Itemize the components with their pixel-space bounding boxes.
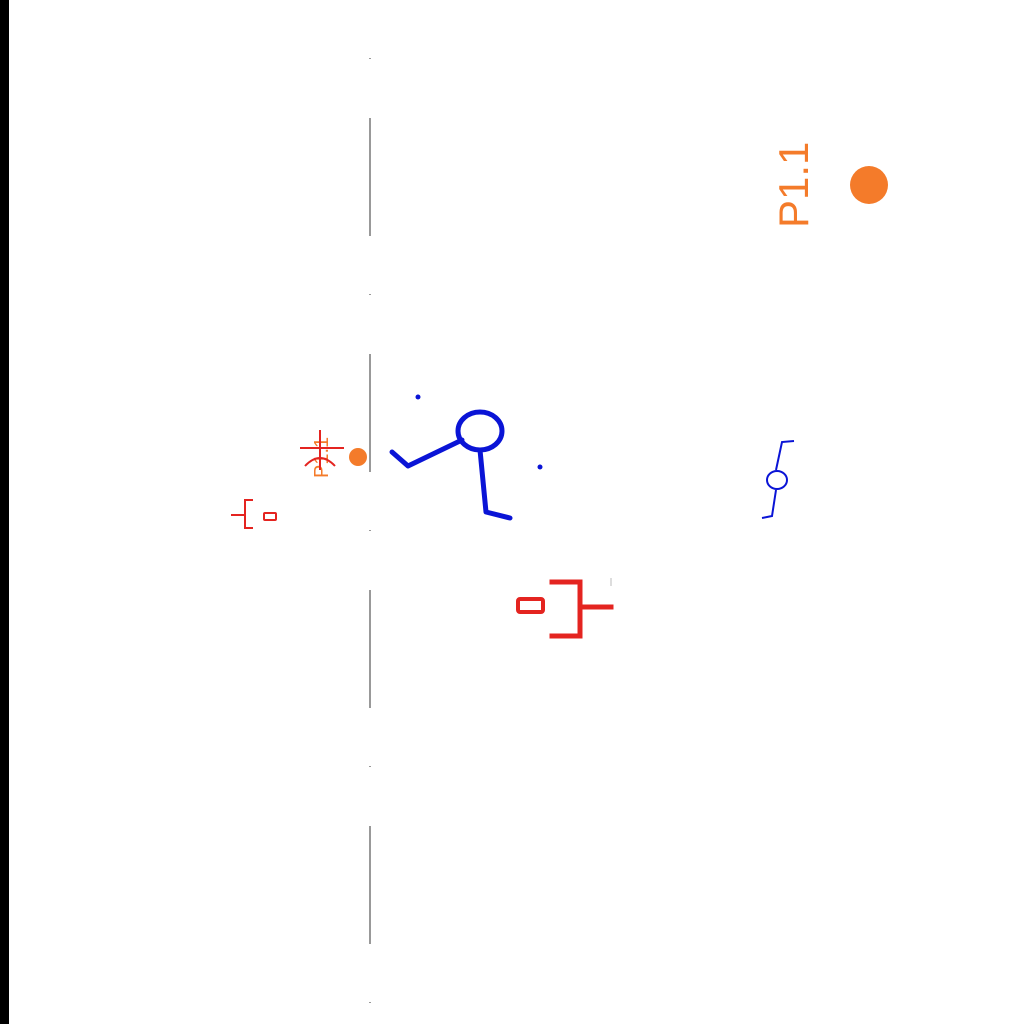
- switch-upper-lead: [775, 440, 795, 471]
- dot-mark: [415, 394, 421, 400]
- dot-mark: [537, 464, 543, 470]
- point-marker-icon: [850, 166, 888, 204]
- left-border: [0, 0, 9, 1024]
- figure-leg: [477, 447, 513, 521]
- small-cross-mark-icon: [300, 430, 344, 470]
- connector-terminal-icon: [231, 499, 277, 529]
- switch-contact: [766, 470, 788, 490]
- point-marker-icon: [349, 448, 367, 466]
- switch-lower-lead: [761, 489, 777, 519]
- figure-head: [455, 409, 505, 453]
- point-label-large: P1.1: [770, 142, 817, 228]
- stick-figure-icon: [389, 409, 513, 521]
- switch-symbol-icon: [761, 440, 795, 519]
- connector-terminal-icon: [516, 579, 614, 639]
- figure-arm: [389, 437, 465, 469]
